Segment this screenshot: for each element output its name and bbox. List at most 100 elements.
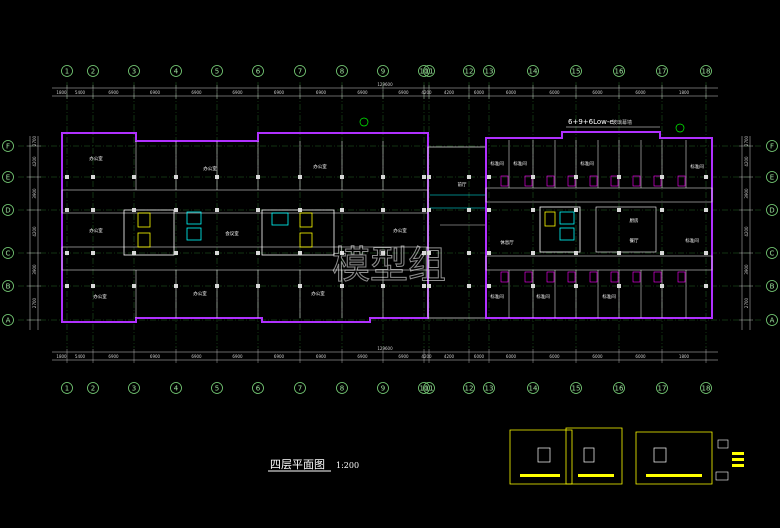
dimension-bottom-1: 5400: [75, 354, 86, 359]
connector-block: [427, 146, 487, 319]
axis-bubble-A: [766, 314, 778, 326]
axis-bubble-4: [170, 65, 182, 77]
dimension-bottom-7: 6900: [316, 354, 327, 359]
axis-bubble-12: [463, 65, 475, 77]
dimension-bottom-10: 4200: [421, 354, 432, 359]
axis-bubble-7: [294, 382, 306, 394]
axis-bubble-C: [2, 247, 14, 259]
elevator-3: [271, 212, 289, 226]
axis-bubble-2: [87, 382, 99, 394]
axis-label-F: F: [770, 143, 774, 151]
axis-bubbles: 1122334455667788991010111112121313141415…: [2, 65, 778, 394]
axis-label-4: 4: [174, 68, 179, 76]
dimension-total_top: 129600: [377, 82, 393, 87]
dimension-top-1: 5400: [75, 90, 86, 95]
dimension-left-0: 2700: [32, 135, 37, 146]
key-plan-2: [565, 427, 623, 485]
room-label-office-5: 办公室: [313, 163, 327, 170]
axis-label-18: 18: [702, 385, 711, 393]
dimension-top-11: 4200: [444, 90, 455, 95]
axis-label-9: 9: [381, 385, 385, 393]
elevator-4: [559, 211, 575, 225]
axis-bubble-5: [211, 65, 223, 77]
axis-bubble-E: [2, 171, 14, 183]
room-label-standard-3: 标准间: [580, 160, 594, 167]
right-wing: [485, 131, 713, 319]
dimension-bottom-5: 6900: [232, 354, 243, 359]
axis-label-12: 12: [465, 68, 474, 76]
axis-label-15: 15: [572, 385, 581, 393]
axis-bubble-E: [766, 171, 778, 183]
dimension-left-3: 4200: [32, 226, 37, 237]
axis-bubble-5: [211, 382, 223, 394]
axis-bubble-8: [336, 65, 348, 77]
axis-label-3: 3: [132, 385, 136, 393]
axis-label-6: 6: [256, 385, 261, 393]
dimension-lines: [27, 85, 753, 363]
axis-bubble-18: [700, 65, 712, 77]
axis-bubble-6: [252, 382, 264, 394]
axis-bubble-B: [2, 280, 14, 292]
glazing-note: 6+9+6Low-e: [568, 118, 614, 126]
axis-label-5: 5: [215, 68, 219, 76]
room-label-office-2: 办公室: [89, 227, 103, 234]
kitchen-block: [595, 206, 657, 253]
elevator-1: [186, 211, 202, 225]
axis-label-2: 2: [91, 385, 95, 393]
axis-label-1: 1: [65, 68, 69, 76]
dimension-top-6: 6900: [274, 90, 285, 95]
room-label-kitchen: 厨房: [630, 217, 639, 224]
room-label-office-1: 办公室: [89, 155, 103, 162]
axis-bubble-14: [527, 65, 539, 77]
left-core-1: [123, 209, 175, 256]
dimension-total_bottom: 129600: [377, 346, 393, 351]
axis-label-12: 12: [465, 385, 474, 393]
axis-bubble-18: [700, 382, 712, 394]
room-label-standard-1: 标准间: [490, 160, 504, 167]
dimension-top-7: 6900: [316, 90, 327, 95]
drawing-title: 四层平面图: [270, 458, 325, 471]
axis-bubble-D: [766, 204, 778, 216]
stair-4: [299, 232, 313, 248]
stair-2: [137, 232, 151, 248]
dimension-bottom-12: 6000: [474, 354, 485, 359]
axis-bubble-15: [570, 382, 582, 394]
axis-label-A: A: [770, 317, 775, 325]
axis-bubble-10: [418, 65, 430, 77]
axis-label-10: 10: [420, 385, 429, 393]
axis-bubble-9: [377, 382, 389, 394]
dimension-right-5: 2700: [744, 297, 749, 308]
key-plans: [509, 427, 744, 485]
right-wing-outline: [485, 131, 713, 319]
axis-label-15: 15: [572, 68, 581, 76]
axis-bubble-13: [483, 65, 495, 77]
dimension-top-15: 6000: [592, 90, 603, 95]
dimension-bottom-16: 6000: [635, 354, 646, 359]
axis-label-13: 13: [485, 68, 494, 76]
dimension-bottom-15: 6000: [592, 354, 603, 359]
dimension-left-1: 4200: [32, 156, 37, 167]
axis-bubble-4: [170, 382, 182, 394]
axis-bubble-F: [2, 140, 14, 152]
dimension-right-3: 4200: [744, 226, 749, 237]
axis-bubble-13: [483, 382, 495, 394]
axis-label-17: 17: [658, 68, 667, 76]
axis-bubble-10: [418, 382, 430, 394]
axis-bubble-C: [766, 247, 778, 259]
axis-bubble-16: [613, 382, 625, 394]
room-partitions: [65, 140, 708, 318]
stair-3: [299, 212, 313, 228]
axis-label-E: E: [6, 174, 10, 182]
room-label-office-7: 办公室: [311, 290, 325, 297]
room-label-office-6: 办公室: [393, 227, 407, 234]
left-corridor: [61, 189, 429, 214]
stair-5: [544, 211, 556, 227]
detail-marker: [359, 117, 369, 127]
room-label-standard-2: 标准间: [513, 160, 527, 167]
axis-label-14: 14: [529, 68, 538, 76]
axis-bubble-6: [252, 65, 264, 77]
axis-label-8: 8: [340, 385, 344, 393]
dimension-left-2: 3900: [32, 188, 37, 199]
